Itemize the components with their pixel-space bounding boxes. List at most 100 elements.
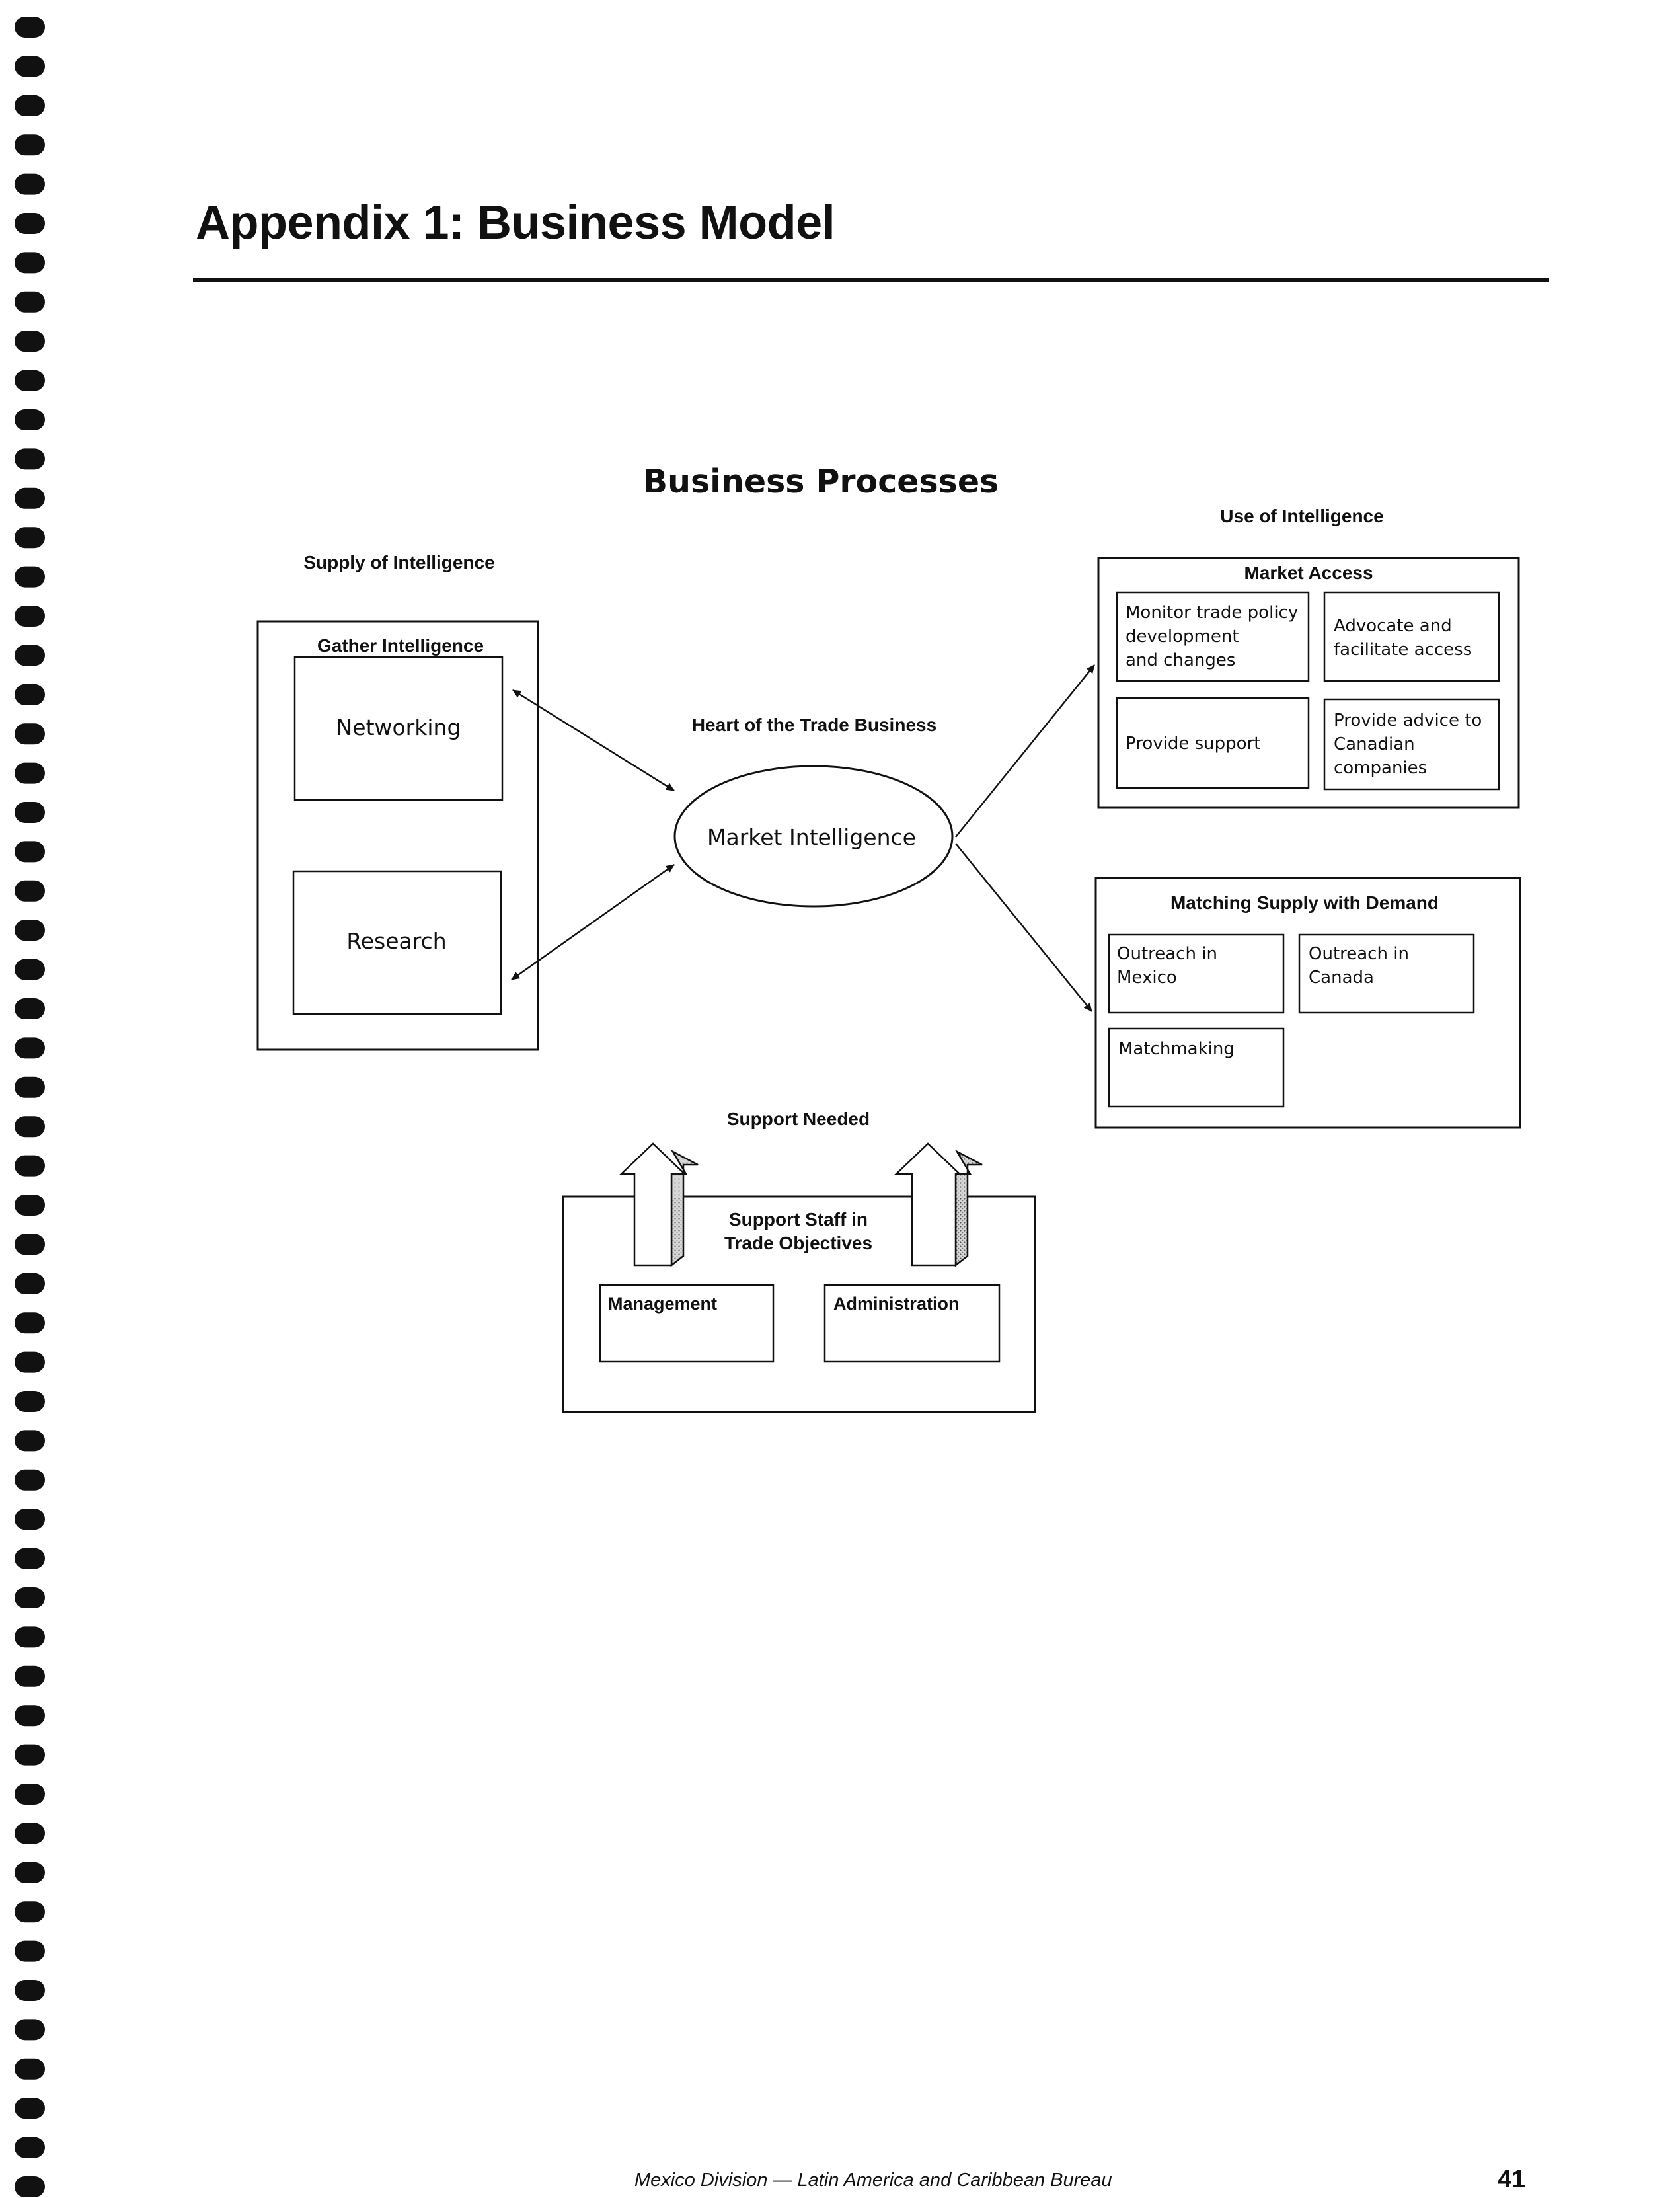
- monitor-trade-policy-line-1: Monitor trade policy: [1126, 603, 1298, 623]
- provide-support-label: Provide support: [1126, 734, 1260, 754]
- binding-hole: [15, 645, 45, 666]
- binding-hole: [15, 1509, 45, 1530]
- monitor-trade-policy-line-3: and changes: [1126, 650, 1235, 670]
- binding-hole: [15, 1155, 45, 1177]
- advocate-access-line-2: facilitate access: [1334, 640, 1472, 660]
- binding-hole: [15, 762, 45, 784]
- support-staff-box: [562, 1195, 1036, 1413]
- binding-hole: [15, 487, 45, 509]
- matching-supply-label: Matching Supply with Demand: [1170, 892, 1439, 913]
- binding-hole: [15, 880, 45, 902]
- gather-intelligence-label: Gather Intelligence: [317, 635, 484, 656]
- outreach-canada-line-1: Outreach in: [1309, 944, 1409, 964]
- heart-heading: Heart of the Trade Business: [692, 715, 936, 735]
- heart-section: Heart of the Trade Business Market Intel…: [673, 715, 954, 908]
- management-box: [599, 1284, 775, 1363]
- binding-hole: [15, 1430, 45, 1452]
- provide-advice-line-3: companies: [1334, 758, 1427, 778]
- matchmaking-box: [1108, 1027, 1285, 1108]
- gather-intelligence-box: [256, 620, 539, 1051]
- research-box: [292, 870, 502, 1015]
- support-staff-line-2: Trade Objectives: [724, 1233, 872, 1253]
- binding-hole: [15, 2098, 45, 2119]
- binding-hole: [15, 723, 45, 745]
- page-footer: Mexico Division — Latin America and Cari…: [634, 2170, 1112, 2191]
- binding-hole: [15, 370, 45, 391]
- provide-support-box: [1116, 697, 1310, 789]
- outreach-mexico-box: [1108, 933, 1285, 1014]
- management-label: Management: [608, 1294, 717, 1314]
- research-arrow: [511, 863, 675, 981]
- binding-hole: [15, 1351, 45, 1373]
- binding-hole: [15, 1980, 45, 2001]
- binding-hole: [15, 1548, 45, 1569]
- provide-advice-box: [1323, 698, 1500, 791]
- binding-hole: [15, 1626, 45, 1648]
- monitor-trade-policy-box: [1116, 591, 1310, 682]
- binding-hole: [15, 1940, 45, 1962]
- advocate-access-line-1: Advocate and: [1334, 616, 1452, 636]
- market-access-label: Market Access: [1244, 563, 1373, 583]
- administration-box: [823, 1284, 1001, 1363]
- research-label: Research: [346, 928, 446, 954]
- binding-hole: [15, 1901, 45, 1923]
- outreach-mexico-line-2: Mexico: [1117, 968, 1177, 988]
- networking-label: Networking: [336, 715, 461, 740]
- binding-hole: [15, 802, 45, 823]
- title-rule: [193, 278, 1549, 282]
- binding-hole: [15, 1862, 45, 1883]
- binding-hole: [15, 998, 45, 1019]
- binding-hole: [15, 331, 45, 352]
- diagram-title: Business Processes: [643, 463, 999, 500]
- support-section: Support Needed Support Staff in Trade Ob…: [562, 1109, 1036, 1413]
- binding-hole: [15, 173, 45, 195]
- binding-hole: [15, 684, 45, 705]
- binding-hole: [15, 1037, 45, 1059]
- binding-hole: [15, 2137, 45, 2158]
- binding-hole: [15, 1195, 45, 1216]
- binding-hole: [15, 1744, 45, 1766]
- support-heading: Support Needed: [727, 1109, 870, 1129]
- binding-hole: [15, 1705, 45, 1727]
- binding-hole: [15, 2058, 45, 2080]
- binding-hole: [15, 1587, 45, 1608]
- binding-hole: [15, 920, 45, 941]
- binding-hole: [15, 566, 45, 588]
- binding-hole: [15, 56, 45, 77]
- binding-hole: [15, 213, 45, 234]
- up-arrow-left-icon: [619, 1142, 699, 1267]
- binding-hole: [15, 17, 45, 38]
- networking-box: [293, 656, 504, 801]
- binding-hole: [15, 252, 45, 274]
- use-heading: Use of Intelligence: [1220, 506, 1383, 526]
- outreach-mexico-line-1: Outreach in: [1117, 944, 1217, 964]
- binding-hole: [15, 95, 45, 116]
- binding-hole: [15, 527, 45, 549]
- page-number: 41: [1498, 2166, 1526, 2193]
- supply-heading: Supply of Intelligence: [303, 552, 494, 572]
- binding-hole: [15, 409, 45, 430]
- outreach-canada-line-2: Canada: [1309, 968, 1374, 988]
- binding-hole: [15, 1823, 45, 1844]
- market-access-arrow: [955, 664, 1095, 838]
- provide-advice-line-1: Provide advice to: [1334, 711, 1482, 730]
- support-staff-line-1: Support Staff in: [729, 1209, 868, 1230]
- binding-hole: [15, 1076, 45, 1098]
- binding-hole: [15, 134, 45, 156]
- binding-hole: [15, 1469, 45, 1491]
- up-arrow-right-icon: [894, 1142, 983, 1267]
- matchmaking-label: Matchmaking: [1118, 1039, 1235, 1059]
- use-section: Use of Intelligence Market Access Monito…: [1094, 506, 1521, 1129]
- advocate-access-box: [1323, 591, 1500, 682]
- binding-hole: [15, 448, 45, 470]
- administration-label: Administration: [833, 1294, 960, 1314]
- market-intelligence-ellipse: [673, 765, 954, 908]
- binding-hole: [15, 1273, 45, 1294]
- binding-hole: [15, 1784, 45, 1805]
- market-access-box: [1097, 557, 1520, 809]
- binding-hole: [15, 291, 45, 313]
- networking-arrow: [512, 689, 675, 792]
- provide-advice-line-2: Canadian: [1334, 734, 1415, 754]
- binding-hole: [15, 1665, 45, 1687]
